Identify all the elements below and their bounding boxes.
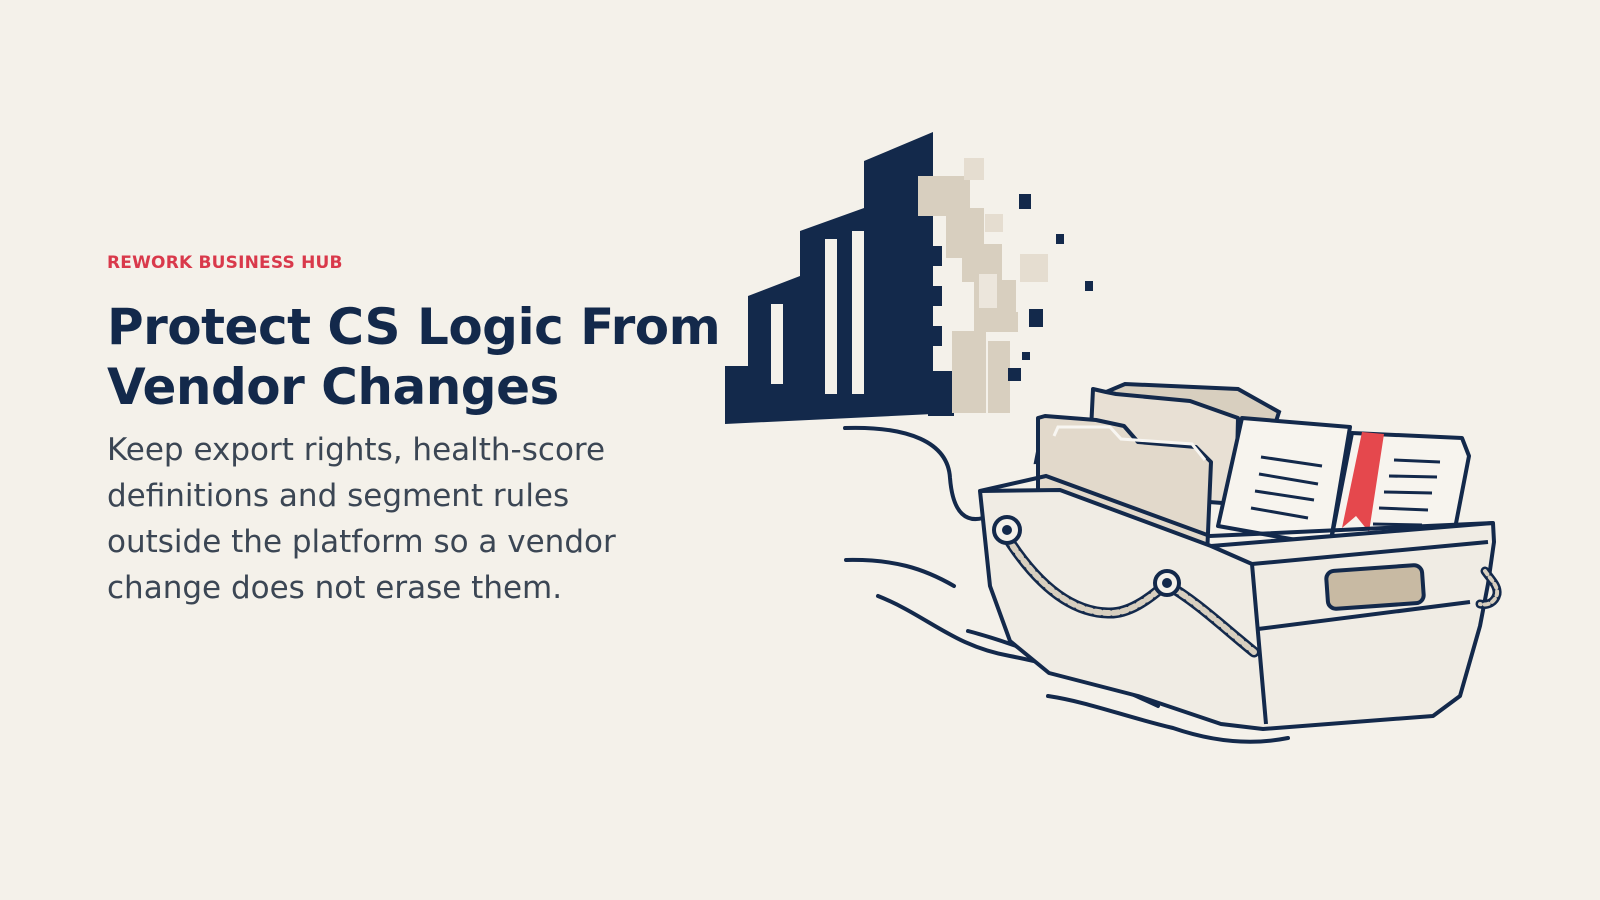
hero-description: Keep export rights, health-score definit… (107, 432, 616, 606)
hero-illustration (718, 126, 1528, 766)
basket-icon (978, 381, 1496, 731)
book-icon (1216, 416, 1471, 548)
page-title: Protect CS Logic From Vendor Changes (107, 298, 721, 416)
rope-icon (992, 515, 1502, 658)
bookmark-icon (1342, 432, 1384, 532)
building-icon (725, 132, 1093, 426)
hero-text-column: REWORK BUSINESS HUB Protect CS Logic Fro… (107, 253, 721, 611)
eyebrow-label: REWORK BUSINESS HUB (107, 253, 343, 273)
